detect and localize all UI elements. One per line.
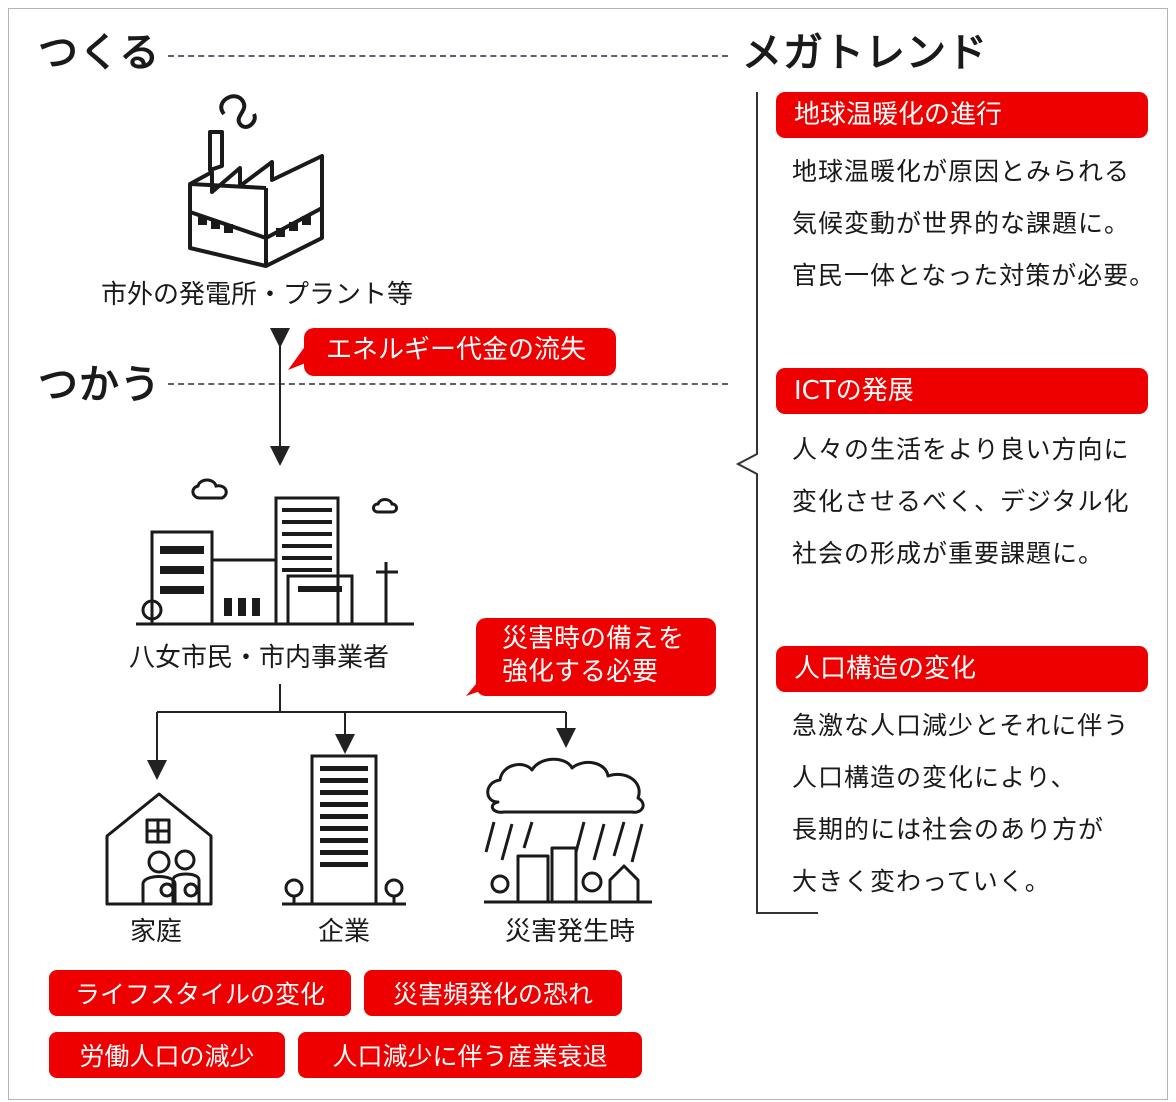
- issue-tag-disaster-frequency-text: 災害頻発化の恐れ: [392, 980, 593, 1009]
- storm-rain-icon: [484, 757, 652, 904]
- heading-megatrend: メガトレンド: [742, 30, 988, 76]
- megatrend-title-population-text: 人口構造の変化: [794, 654, 977, 684]
- node-citizens-label: 八女市民・市内事業者: [129, 643, 390, 673]
- megatrend-ict-line-1: 人々の生活をより良い方向に: [792, 435, 1130, 464]
- house-family-icon: [105, 792, 213, 906]
- megatrend-title-warming-text: 地球温暖化の進行: [794, 100, 1003, 130]
- megatrend-body-ict: 人々の生活をより良い方向に 変化させるべく、デジタル化 社会の形成が重要課題に。: [792, 424, 1172, 580]
- node-home-label: 家庭: [130, 917, 183, 947]
- node-disaster-label: 災害発生時: [505, 917, 636, 947]
- factory-icon: [188, 94, 324, 268]
- node-plant-label: 市外の発電所・プラント等: [101, 280, 414, 310]
- diagram-frame: [8, 8, 1168, 1100]
- issue-tag-lifestyle-text: ライフスタイルの変化: [74, 980, 325, 1009]
- megatrend-warming-line-3: 官民一体となった対策が必要。: [792, 261, 1156, 290]
- megatrend-population-line-4: 大きく変わっていく。: [792, 867, 1051, 896]
- megatrend-population-line-1: 急激な人口減少とそれに伴う: [792, 711, 1130, 740]
- megatrend-title-warming: 地球温暖化の進行: [776, 92, 1148, 138]
- megatrend-body-population: 急激な人口減少とそれに伴う 人口構造の変化により、 長期的には社会のあり方が 大…: [792, 700, 1172, 908]
- megatrend-title-ict-text: ICTの発展: [794, 376, 914, 406]
- city-buildings-icon: [136, 478, 414, 626]
- callout-disaster-prep: 災害時の備えを 強化する必要: [476, 618, 716, 696]
- megatrend-body-warming: 地球温暖化が原因とみられる 気候変動が世界的な課題に。 官民一体となった対策が必…: [792, 146, 1172, 302]
- megatrend-population-line-3: 長期的には社会のあり方が: [792, 815, 1105, 844]
- callout-energy-outflow: エネルギー代金の流失: [304, 328, 616, 376]
- megatrend-ict-line-3: 社会の形成が重要課題に。: [792, 539, 1105, 568]
- megatrend-warming-line-1: 地球温暖化が原因とみられる: [792, 157, 1131, 186]
- issue-tag-labor-text: 労働人口の減少: [79, 1042, 255, 1071]
- heading-make: つくる: [38, 30, 161, 76]
- divider-make: [168, 55, 728, 57]
- issue-tag-industry-decline-text: 人口減少に伴う産業衰退: [332, 1042, 608, 1071]
- issue-tag-lifestyle: ライフスタイルの変化: [49, 970, 351, 1016]
- divider-use: [168, 383, 728, 385]
- megatrend-title-ict: ICTの発展: [776, 368, 1148, 414]
- issue-tag-disaster-frequency: 災害頻発化の恐れ: [364, 970, 622, 1016]
- megatrend-ict-line-2: 変化させるべく、デジタル化: [792, 487, 1130, 516]
- megatrend-population-line-2: 人口構造の変化により、: [792, 763, 1077, 792]
- node-company-label: 企業: [318, 917, 371, 947]
- office-tower-icon: [282, 754, 406, 906]
- callout-disaster-prep-line-1: 災害時の備えを: [502, 624, 685, 654]
- callout-energy-outflow-text: エネルギー代金の流失: [326, 335, 587, 365]
- megatrend-warming-line-2: 気候変動が世界的な課題に。: [792, 209, 1131, 238]
- issue-tag-labor: 労働人口の減少: [49, 1032, 285, 1078]
- megatrend-title-population: 人口構造の変化: [776, 646, 1148, 692]
- megatrend-bracket: [735, 92, 818, 914]
- issue-tag-industry-decline: 人口減少に伴う産業衰退: [298, 1032, 642, 1078]
- heading-use: つかう: [38, 362, 161, 408]
- callout-disaster-prep-line-2: 強化する必要: [502, 656, 659, 687]
